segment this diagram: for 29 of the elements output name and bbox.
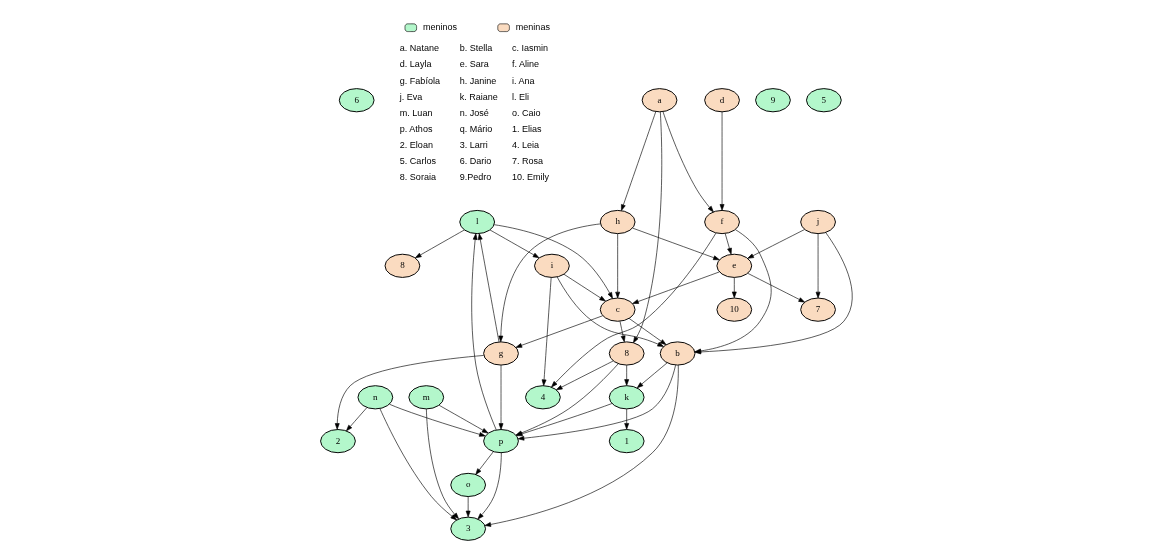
label: a. Natane [399,43,439,54]
label: n. José [459,107,489,118]
label: 9.Pedro [459,172,491,183]
label: 5. Carlos [399,156,436,167]
label: 6. Dario [459,156,491,167]
label: g. Fabíola [399,75,440,86]
label: 4. Leia [511,140,539,151]
legend-label: meninos [422,22,457,33]
label: q. Mário [459,123,492,134]
legend-label: meninas [515,22,550,33]
label: c. Iasmin [511,43,548,54]
label: o. Caio [511,107,541,118]
label: 7. Rosa [511,156,543,167]
label: 1. Elias [511,123,542,134]
label: 8. Soraia [399,172,436,183]
label: b. Stella [459,43,492,54]
label: h. Janine [459,75,496,86]
label: 10. Emily [511,172,549,183]
label: k. Raiane [459,91,498,102]
label: p. Athos [399,123,432,134]
label: e. Sara [459,59,489,70]
label: j. Eva [399,91,422,102]
label: 3. Larri [459,140,488,151]
label: l. Eli [511,91,529,102]
label: d. Layla [399,59,431,70]
label: f. Aline [511,59,539,70]
label: 2. Eloan [399,140,433,151]
label: m. Luan [399,107,432,118]
label: i. Ana [511,75,535,86]
